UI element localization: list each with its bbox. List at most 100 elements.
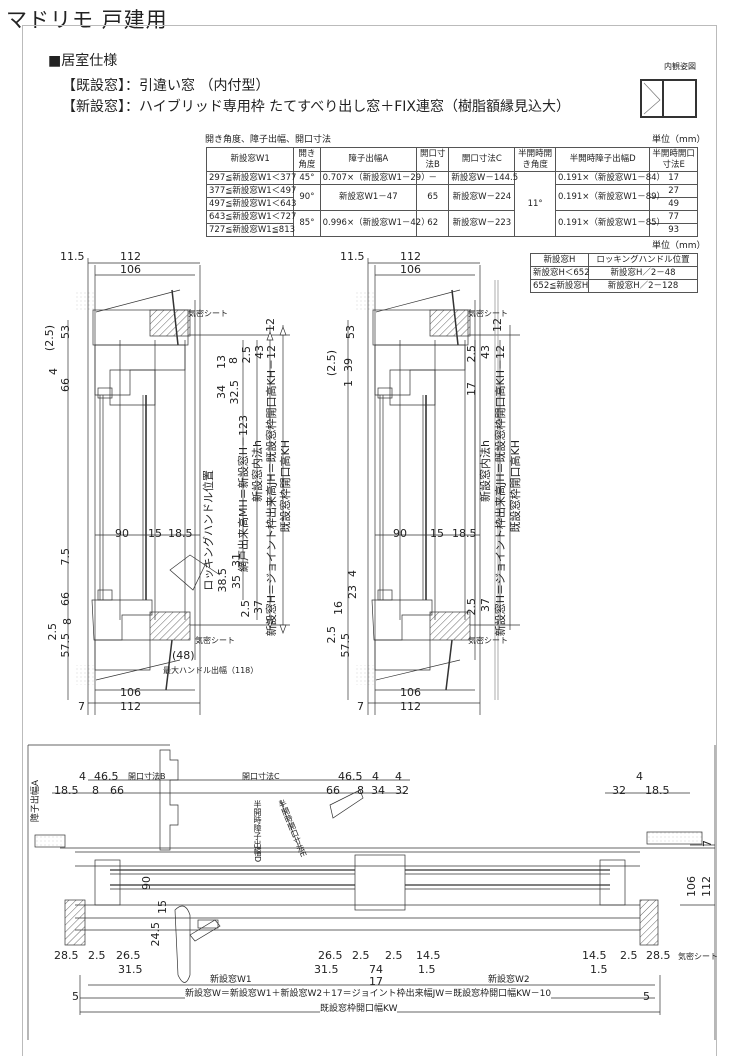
- dim-label: 7.5: [59, 548, 72, 566]
- header-cell: 開き角度: [293, 147, 321, 172]
- max-handle-label: 最大ハンドル出幅（118）: [163, 666, 259, 675]
- cell: 新設窓W－223: [448, 210, 516, 237]
- dim-label: 7: [357, 700, 364, 713]
- cell: 652≦新設窓H: [530, 279, 589, 293]
- dim-label: 57.5: [59, 633, 72, 658]
- dim-label: (2.5): [325, 350, 338, 377]
- dim-label: 15: [148, 527, 162, 540]
- dim-label: 53: [59, 325, 72, 339]
- existing-opening-height-label: 既設窓枠開口高KH: [279, 440, 292, 533]
- cell: 85°: [293, 210, 321, 237]
- header-cell: 開口寸法B: [415, 147, 450, 172]
- dim-label: 26.5: [116, 949, 141, 962]
- dim-label: 53: [344, 325, 357, 339]
- dim-label: 11.5: [60, 250, 85, 263]
- dim-label: 112: [120, 250, 141, 263]
- opening-dimension-table: 新設窓W1 開き角度 障子出幅A 開口寸法B 開口寸法C 半開時開き角度 半開時…: [205, 147, 698, 237]
- dim-label: 2.5: [240, 346, 253, 364]
- dim-label: 7: [78, 700, 85, 713]
- dim-label: 16: [332, 601, 345, 615]
- dim-label: 1: [342, 380, 355, 387]
- airtight-sheet-label: 気密シート: [195, 636, 235, 645]
- cell: 93: [649, 223, 698, 237]
- dim-label: 13: [215, 355, 228, 369]
- cell: 0.996×（新設窓W1－42）: [319, 210, 430, 237]
- dim-label: 46.5: [338, 770, 363, 783]
- middle-vertical-section: [347, 257, 520, 716]
- dim-label: 90: [140, 876, 153, 890]
- dim-label: 106: [685, 876, 698, 897]
- dim-label: 90: [115, 527, 129, 540]
- dim-label: 11.5: [340, 250, 365, 263]
- dim-label: 5: [643, 990, 650, 1003]
- dim-label: 32: [612, 784, 626, 797]
- dim-label: 4: [372, 770, 379, 783]
- dim-label: 43: [253, 345, 266, 359]
- opening-c-label: 開口寸法C: [242, 772, 280, 781]
- dim-label: 106: [120, 686, 141, 699]
- dim-label: 2.5: [46, 623, 59, 641]
- dim-label: 2.5: [239, 600, 252, 618]
- content-frame: [22, 25, 717, 1056]
- table-unit: 単位（mm）: [652, 135, 706, 145]
- dim-label: 4: [395, 770, 402, 783]
- dim-label: 31.5: [118, 963, 143, 976]
- dim-label: 12: [264, 318, 277, 332]
- dim-label: 66: [326, 784, 340, 797]
- dim-label: 35: [230, 575, 243, 589]
- dim-label: 14.5: [416, 949, 441, 962]
- dim-label: 46.5: [94, 770, 119, 783]
- section-heading: ■居室仕様: [48, 53, 118, 69]
- table-row: 377≦新設窓W1＜497 90° 新設窓W1－47 65 新設窓W－224 0…: [205, 184, 698, 211]
- airtight-sheet-label: 気密シート: [188, 309, 228, 318]
- dim-label: 17: [465, 382, 478, 396]
- dim-label: 12: [491, 318, 504, 332]
- dim-label: 18.5: [168, 527, 193, 540]
- dim-label: 4: [346, 570, 359, 577]
- dim-label: 2.5: [352, 949, 370, 962]
- dim-label: 39: [342, 358, 355, 372]
- new-window-spec: 【新設窓】：ハイブリッド専用枠 たてすべり出し窓＋FIX連窓（樹脂額縁見込大）: [62, 99, 570, 115]
- dim-label: 15: [156, 900, 169, 914]
- opening-b-label: 開口寸法B: [128, 772, 166, 781]
- dim-label: 31: [230, 553, 243, 567]
- dim-label: 74: [369, 963, 383, 976]
- cell: 62: [415, 210, 450, 237]
- dim-label: 15: [430, 527, 444, 540]
- dim-label: 14.5: [582, 949, 607, 962]
- dim-label: 8: [357, 784, 364, 797]
- dim-label: 106: [400, 686, 421, 699]
- existing-opening-height-label: 既設窓枠開口高KH: [509, 440, 522, 533]
- cell: 新設窓H／2－128: [588, 279, 698, 293]
- header-cell: 障子出幅A: [319, 147, 417, 172]
- dim-label: 17: [369, 975, 383, 988]
- dim-label: 66: [59, 592, 72, 606]
- page-title: マドリモ 戸建用: [6, 8, 168, 32]
- dim-label: 2.5: [88, 949, 106, 962]
- table-header-row: 新設窓W1 開き角度 障子出幅A 開口寸法B 開口寸法C 半開時開き角度 半開時…: [205, 147, 698, 172]
- dim-label: 24.5: [149, 922, 162, 947]
- dim-label: 112: [120, 700, 141, 713]
- dim-label: 112: [400, 700, 421, 713]
- table-row: 727≦新設窓W1≦813 93: [205, 223, 698, 237]
- dim-label: 18.5: [645, 784, 670, 797]
- header-cell: 半開時障子出幅D: [554, 147, 651, 172]
- dim-label: 4: [636, 770, 643, 783]
- handle-position-label: ロッキングハンドル位置: [202, 470, 215, 591]
- dim-label: 26.5: [318, 949, 343, 962]
- dim-label: 34: [371, 784, 385, 797]
- sash-projection-label: 障子出幅A: [31, 780, 41, 823]
- dim-label: 2.5: [325, 626, 338, 644]
- cell: 727≦新設窓W1≦813: [205, 223, 295, 237]
- new-window-height-label: 新設窓H＝ジョイント枠出来高JH＝既設窓枠開口高KH－12: [494, 345, 507, 637]
- dim-label: 34: [215, 385, 228, 399]
- table-caption: 開き角度、障子出幅、開口寸法: [205, 135, 332, 145]
- dim-label: 32.5: [228, 380, 241, 405]
- elevation-caption: 内観姿図: [664, 62, 696, 71]
- dim-label: 1.5: [418, 963, 436, 976]
- cell: 0.191×（新設窓W1－85）: [554, 210, 665, 237]
- airtight-sheet-label: 気密シート: [468, 309, 508, 318]
- dim-label: 2.5: [465, 345, 478, 363]
- dim-label: 28.5: [54, 949, 79, 962]
